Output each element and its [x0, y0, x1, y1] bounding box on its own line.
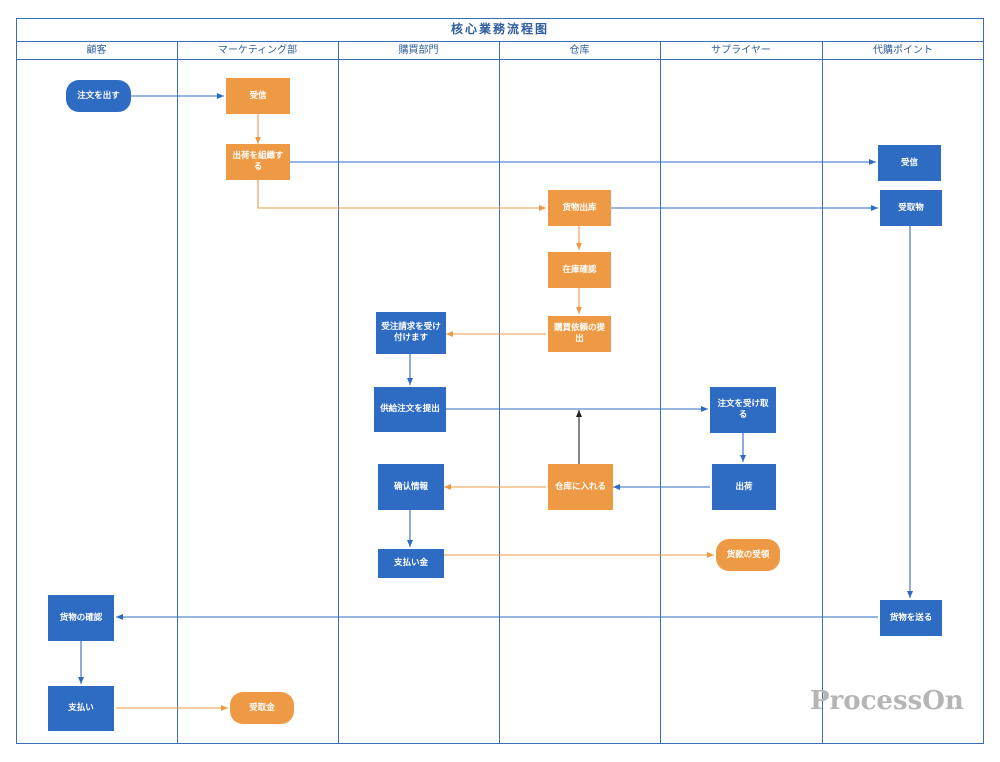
node-receive-order[interactable]: 注文を受け取る — [710, 387, 776, 433]
node-warehouse-in[interactable]: 仓库に入れる — [548, 464, 613, 510]
node-purchase-request[interactable]: 購買依頼の提出 — [548, 316, 611, 352]
node-agent-receive[interactable]: 受信 — [878, 145, 941, 181]
node-supplier-ship[interactable]: 出荷 — [712, 464, 776, 510]
node-payment[interactable]: 支払い金 — [378, 549, 444, 578]
node-goods-out[interactable]: 货物出库 — [548, 190, 611, 226]
node-submit-supply-order[interactable]: 供給注文を提出 — [374, 387, 446, 432]
lane-header-marketing: マーケティング部 — [177, 42, 338, 60]
lane-divider — [822, 42, 823, 744]
arrow-organize-to-goods-out — [257, 180, 546, 211]
node-marketing-receive[interactable]: 受信 — [226, 78, 290, 114]
node-receive-payment[interactable]: 货款の受領 — [716, 539, 780, 571]
node-stock-check[interactable]: 在庫確認 — [548, 252, 611, 288]
lane-header-purchasing: 購買部門 — [338, 42, 499, 60]
lane-header-warehouse: 仓库 — [499, 42, 660, 60]
node-organize-shipment[interactable]: 出荷を組織する — [226, 144, 290, 180]
node-confirm-goods[interactable]: 货物の確認 — [48, 595, 114, 641]
lane-header-customer: 顧客 — [16, 42, 177, 60]
processon-watermark: ProcessOn — [810, 686, 964, 716]
lane-header-supplier: サプライヤー — [660, 42, 822, 60]
node-accept-order-request[interactable]: 受注請求を受け付けます — [376, 312, 446, 354]
node-customer-pay[interactable]: 支払い — [48, 686, 114, 731]
diagram-title: 核心業務流程图 — [16, 18, 984, 42]
lane-header-agent: 代購ポイント — [822, 42, 984, 60]
lane-divider — [338, 42, 339, 744]
lane-divider — [177, 42, 178, 744]
node-place-order[interactable]: 注文を出す — [66, 80, 131, 112]
node-agent-pickup[interactable]: 受取物 — [880, 190, 942, 226]
lane-divider — [660, 42, 661, 744]
lane-divider — [499, 42, 500, 744]
node-send-goods[interactable]: 货物を送る — [880, 600, 942, 636]
diagram-frame — [16, 18, 984, 744]
node-receive-money[interactable]: 受取金 — [230, 692, 294, 724]
node-confirm-info[interactable]: 确认情報 — [378, 464, 444, 510]
